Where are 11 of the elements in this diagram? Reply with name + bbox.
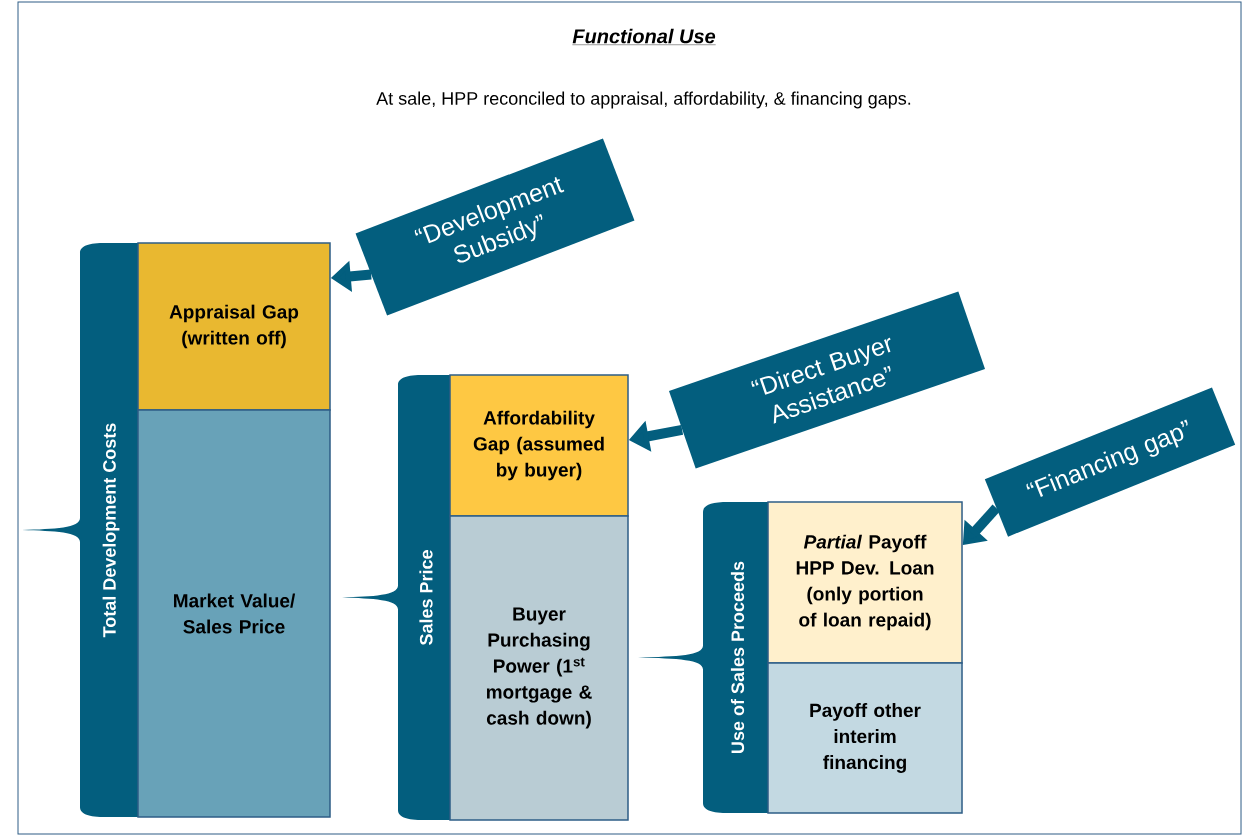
bracket-band: Total Development Costs xyxy=(22,243,138,817)
bracket-band: Use of Sales Proceeds xyxy=(638,502,768,813)
cost-box: Payoff other interim financing xyxy=(767,662,963,814)
cost-box: Appraisal Gap (written off) xyxy=(137,242,331,411)
cost-box: Buyer Purchasing Power (1$^{st}$ mortgage & cash down) xyxy=(449,515,629,821)
title: Functional Use xyxy=(572,28,716,45)
subtitle: At sale, HPP reconciled to appraisal, affordability, & financing gaps. xyxy=(376,91,911,109)
cost-box: Market Value/ Sales Price xyxy=(137,409,331,818)
cost-box: Affordability Gap (assumed by buyer) xyxy=(449,374,629,517)
cost-box: Partial Payoff HPP Dev. Loan (only portion of loan repaid) xyxy=(767,501,963,664)
bracket-band: Sales Price xyxy=(342,375,450,820)
